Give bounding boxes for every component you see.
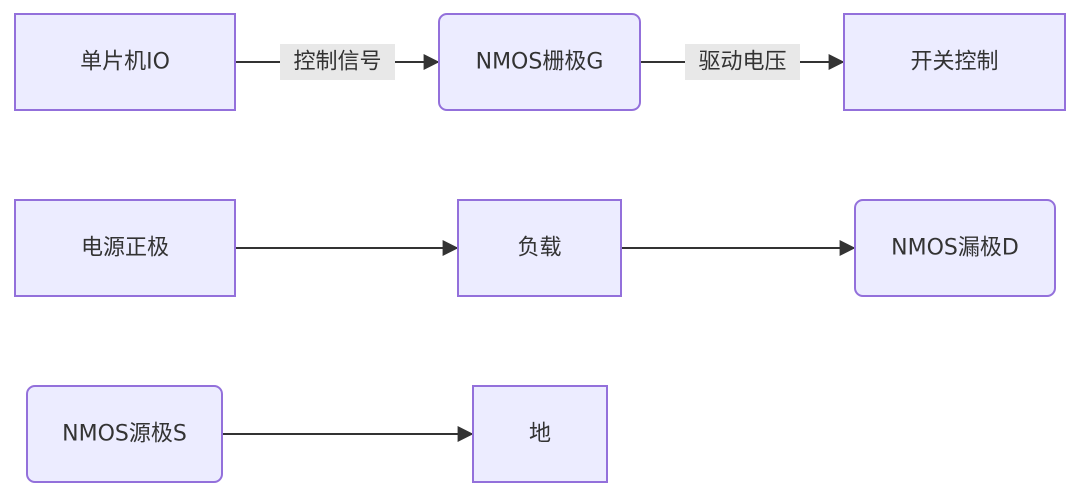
node-switch-control-label: 开关控制 [910,50,998,75]
node-nmos-gate-label: NMOS栅极G [476,50,604,75]
edges [223,54,856,442]
node-mcu-io-label: 单片机IO [80,50,170,75]
node-switch-control[interactable]: 开关控制 [843,13,1066,111]
node-load-label: 负载 [517,236,561,261]
edge-label-control-signal-text: 控制信号 [293,50,381,75]
node-mcu-io[interactable]: 单片机IO [14,13,236,111]
edge-label-drive-voltage-text: 驱动电压 [698,50,786,75]
node-ground[interactable]: 地 [472,385,608,483]
node-ground-label: 地 [529,422,551,447]
edge-label-drive-voltage: 驱动电压 [685,44,800,80]
node-load[interactable]: 负载 [457,199,622,297]
node-nmos-drain[interactable]: NMOS漏极D [854,199,1056,297]
node-nmos-source-label: NMOS源极S [62,422,187,447]
node-nmos-gate[interactable]: NMOS栅极G [438,13,641,111]
node-power-positive[interactable]: 电源正极 [14,199,236,297]
node-nmos-drain-label: NMOS漏极D [891,236,1019,261]
node-power-positive-label: 电源正极 [81,236,169,261]
node-nmos-source[interactable]: NMOS源极S [26,385,223,483]
edge-label-control-signal: 控制信号 [280,44,395,80]
